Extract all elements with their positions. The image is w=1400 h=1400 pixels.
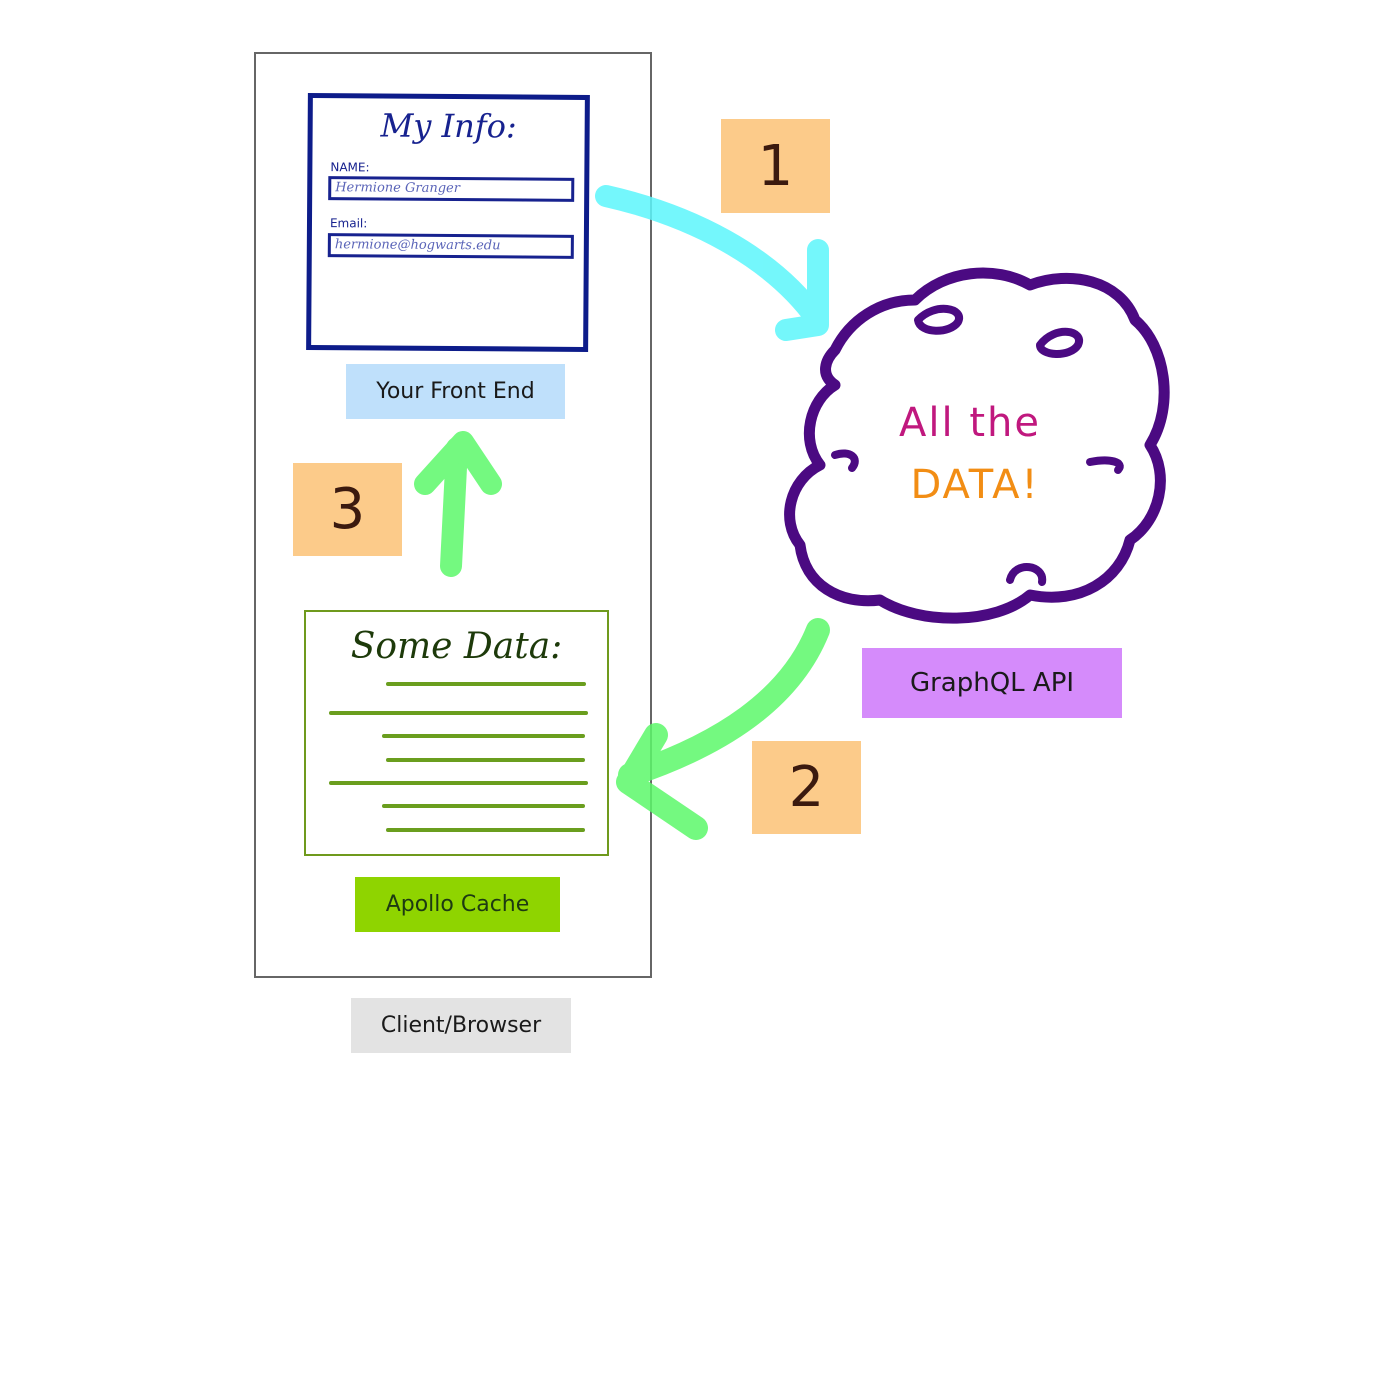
client-browser-frame: [254, 52, 652, 978]
apollo-cache-box: Some Data:: [304, 610, 609, 856]
response-arrow: [616, 618, 830, 840]
cloud-text-data: DATA!: [910, 462, 1040, 508]
cache-title: Some Data:: [350, 626, 563, 667]
cache-data-lines: [329, 682, 588, 832]
step-2-badge: 2: [752, 741, 861, 834]
step-3-badge: 3: [293, 463, 402, 556]
graphql-api-label: GraphQL API: [862, 648, 1122, 718]
apollo-cache-label: Apollo Cache: [355, 877, 560, 932]
email-field-label: Email:: [329, 216, 368, 231]
my-info-form: My Info: NAME: Hermione Granger Email: h…: [306, 93, 590, 352]
step-1-badge: 1: [721, 119, 830, 213]
client-browser-label: Client/Browser: [351, 998, 571, 1053]
request-arrow: [595, 185, 829, 341]
form-title: My Info:: [380, 106, 517, 146]
render-arrow: [414, 431, 502, 577]
email-field[interactable]: hermione@hogwarts.edu: [327, 233, 574, 259]
cloud-text-all-the: All the: [899, 400, 1041, 446]
graphql-cloud: [784, 267, 1170, 624]
name-field[interactable]: Hermione Granger: [328, 176, 575, 202]
front-end-label: Your Front End: [346, 364, 565, 419]
name-field-label: NAME:: [330, 160, 370, 175]
